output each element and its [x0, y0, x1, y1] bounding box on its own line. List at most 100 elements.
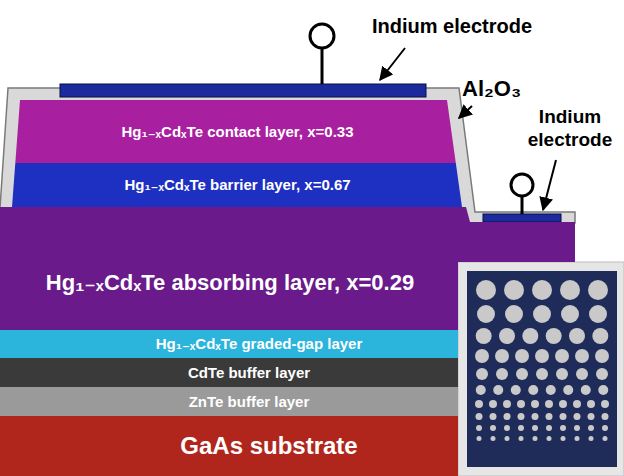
layer-label: ZnTe buffer layer	[189, 393, 310, 410]
mesa-dot	[592, 328, 608, 344]
mesa-dot	[555, 349, 569, 363]
sample-photo	[458, 262, 624, 476]
indium-electrode	[60, 84, 426, 97]
mesa-dot	[602, 413, 609, 420]
layer-band: ZnTe buffer layer	[0, 387, 458, 416]
mesa-dot	[532, 425, 538, 431]
mesa-dot	[536, 368, 548, 380]
mesa-dot	[560, 425, 566, 431]
mesa-dot	[545, 400, 553, 408]
mesa-dot	[561, 305, 579, 323]
mesa-dot	[477, 436, 482, 441]
mesa-dot	[532, 280, 552, 300]
mesa-dot	[490, 413, 497, 420]
mesa-dot	[547, 436, 552, 441]
mesa-dot	[511, 385, 521, 395]
mesa-dot	[517, 400, 525, 408]
mesa-dot	[531, 400, 539, 408]
layer-fill	[12, 163, 462, 207]
layer-band: Hg₁₋ₓCdₓTe contact layer, x=0.33	[10, 100, 465, 163]
mesa-dot	[581, 385, 591, 395]
mesa-dot	[504, 280, 524, 300]
mesa-dot	[491, 436, 496, 441]
callout-label: Al₂O₃	[462, 76, 552, 102]
mesa-dot	[477, 305, 495, 323]
mesa-dot	[475, 400, 483, 408]
mesa-dot	[546, 385, 556, 395]
mesa-dot	[556, 368, 568, 380]
mesa-dot	[598, 385, 608, 395]
layer-label: GaAs substrate	[180, 432, 357, 460]
layer-label: Hg₁₋ₓCdₓTe contact layer, x=0.33	[121, 123, 353, 141]
layer-band: GaAs substrate	[0, 416, 458, 476]
terminal-symbol	[511, 174, 533, 196]
photo-frame	[458, 262, 624, 476]
callout-label: Indium electrode	[372, 14, 612, 38]
mesa-dot	[546, 413, 553, 420]
mesa-dot	[559, 400, 567, 408]
mesa-dot	[588, 280, 608, 300]
mesa-dot	[533, 436, 538, 441]
terminal-symbol	[310, 24, 334, 48]
contact-wire	[521, 197, 524, 214]
layer-fill	[0, 358, 458, 387]
mesa-dot	[475, 349, 489, 363]
al2o3-coating	[0, 88, 575, 223]
mesa-dot	[560, 280, 580, 300]
photo-wafer	[467, 271, 617, 467]
mesa-dot	[569, 328, 585, 344]
leader-arrow	[380, 48, 405, 80]
mesa-dot	[519, 436, 524, 441]
mesa-dot	[504, 425, 510, 431]
mesa-dot	[596, 368, 608, 380]
mesa-dot	[575, 436, 580, 441]
mesa-dot	[504, 413, 511, 420]
mesa-dot	[603, 436, 608, 441]
mesa-dot	[515, 349, 529, 363]
mesa-dot	[532, 413, 539, 420]
mesa-dot	[546, 425, 552, 431]
mesa-dot	[522, 328, 538, 344]
mesa-dot	[503, 400, 511, 408]
mesa-dot	[589, 436, 594, 441]
mesa-dot	[574, 413, 581, 420]
text-area: Hg₁₋ₓCdₓTe graded-gap layer	[60, 330, 458, 358]
mesa-dot	[476, 413, 483, 420]
text-area: Hg₁₋ₓCdₓTe contact layer, x=0.33	[30, 100, 445, 163]
layer-fill	[0, 416, 458, 476]
text-area: Hg₁₋ₓCdₓTe barrier layer, x=0.67	[30, 163, 445, 207]
mesa-dot	[546, 328, 562, 344]
mesa-dot	[505, 305, 523, 323]
text-area: CdTe buffer layer	[40, 358, 458, 387]
mesa-dot	[561, 436, 566, 441]
mesa-dot	[516, 368, 528, 380]
contact-wire	[321, 48, 324, 84]
mesa-dot	[575, 349, 589, 363]
mesa-dot	[518, 425, 524, 431]
mesa-dot	[587, 400, 595, 408]
layer-fill	[0, 330, 458, 358]
mesa-dot	[476, 425, 482, 431]
layer-fill	[0, 207, 575, 330]
mesa-dot	[563, 385, 573, 395]
mesa-dot	[528, 385, 538, 395]
mesa-dot	[476, 368, 488, 380]
layer-fill	[0, 387, 458, 416]
callout-label: Indium electrode	[520, 106, 620, 152]
mesa-dot	[588, 425, 594, 431]
layer-band: Hg₁₋ₓCdₓTe absorbing layer, x=0.29	[0, 207, 575, 330]
mesa-dot	[518, 413, 525, 420]
mesa-dot	[595, 349, 609, 363]
mesa-dot	[601, 400, 609, 408]
mesa-dot	[493, 385, 503, 395]
mesa-dot	[589, 305, 607, 323]
layer-fill	[15, 100, 456, 163]
text-area: ZnTe buffer layer	[40, 387, 458, 416]
mesa-dot	[476, 328, 492, 344]
leader-arrow	[543, 160, 556, 210]
mesa-dot	[573, 400, 581, 408]
layer-band: CdTe buffer layer	[0, 358, 458, 387]
mesa-dot	[576, 368, 588, 380]
mesa-dot	[535, 349, 549, 363]
